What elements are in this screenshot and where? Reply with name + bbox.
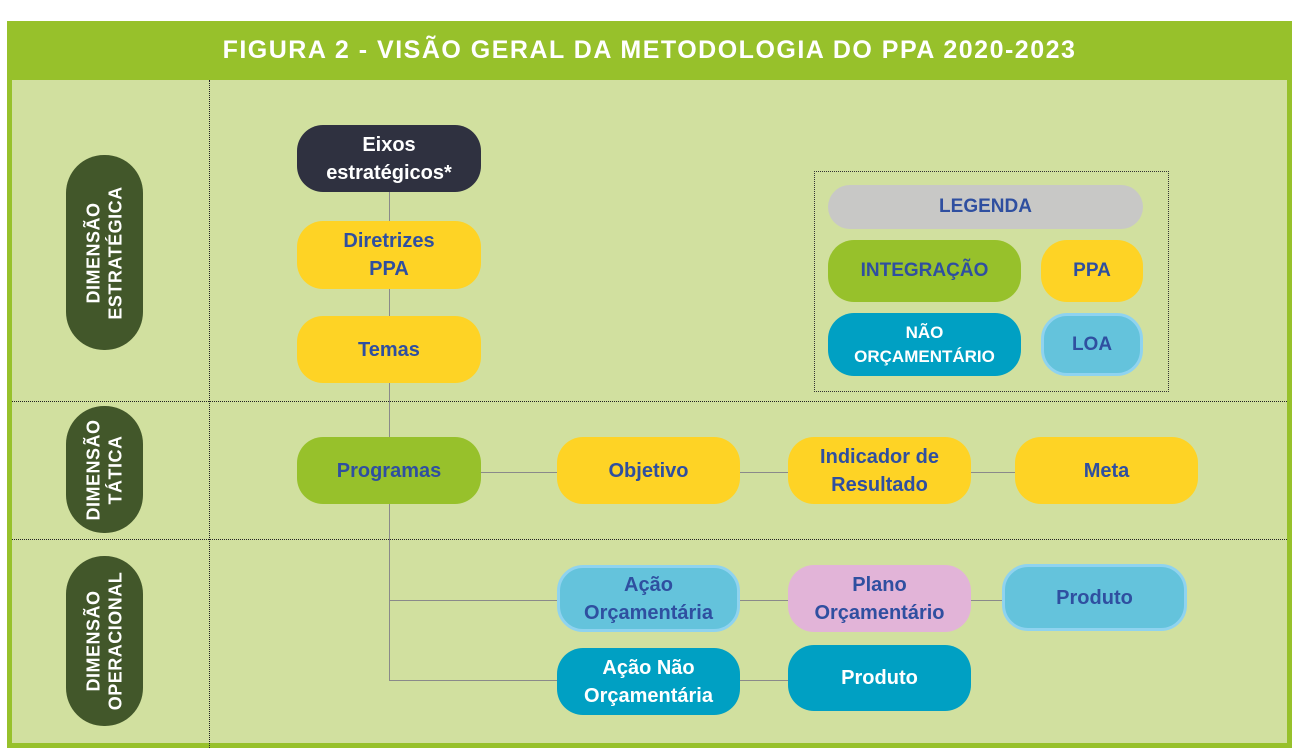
row-divider-tatica xyxy=(12,401,1287,402)
node-produto-nao-orcamentario: Produto xyxy=(788,645,971,711)
node-objetivo: Objetivo xyxy=(557,437,740,504)
dimension-estrategica: DIMENSÃO ESTRATÉGICA xyxy=(66,155,143,350)
legend-box xyxy=(814,171,1169,392)
dimension-operacional: DIMENSÃO OPERACIONAL xyxy=(66,556,143,726)
connector-vertical xyxy=(389,192,390,680)
column-divider xyxy=(209,80,210,748)
figure-title: FIGURA 2 - VISÃO GERAL DA METODOLOGIA DO… xyxy=(222,36,1077,64)
connector-tatica xyxy=(481,472,1015,473)
node-plano-orcamentario: Plano Orçamentário xyxy=(788,565,971,632)
legend-nao-orcamentario: NÃO ORÇAMENTÁRIO xyxy=(828,313,1021,376)
node-produto-loa: Produto xyxy=(1002,564,1187,631)
node-programas: Programas xyxy=(297,437,481,504)
node-diretrizes-ppa: Diretrizes PPA xyxy=(297,221,481,289)
row-divider-operacional xyxy=(12,539,1287,540)
legend-ppa: PPA xyxy=(1041,240,1143,302)
dimension-tatica: DIMENSÃO TÁTICA xyxy=(66,406,143,533)
node-eixos-estrategicos: Eixos estratégicos* xyxy=(297,125,481,192)
legend-integracao: INTEGRAÇÃO xyxy=(828,240,1021,302)
legend-title: LEGENDA xyxy=(828,185,1143,229)
node-temas: Temas xyxy=(297,316,481,383)
node-meta: Meta xyxy=(1015,437,1198,504)
legend-loa: LOA xyxy=(1041,313,1143,376)
node-acao-nao-orcamentaria: Ação Não Orçamentária xyxy=(557,648,740,715)
node-acao-orcamentaria: Ação Orçamentária xyxy=(557,565,740,632)
node-indicador-resultado: Indicador de Resultado xyxy=(788,437,971,504)
